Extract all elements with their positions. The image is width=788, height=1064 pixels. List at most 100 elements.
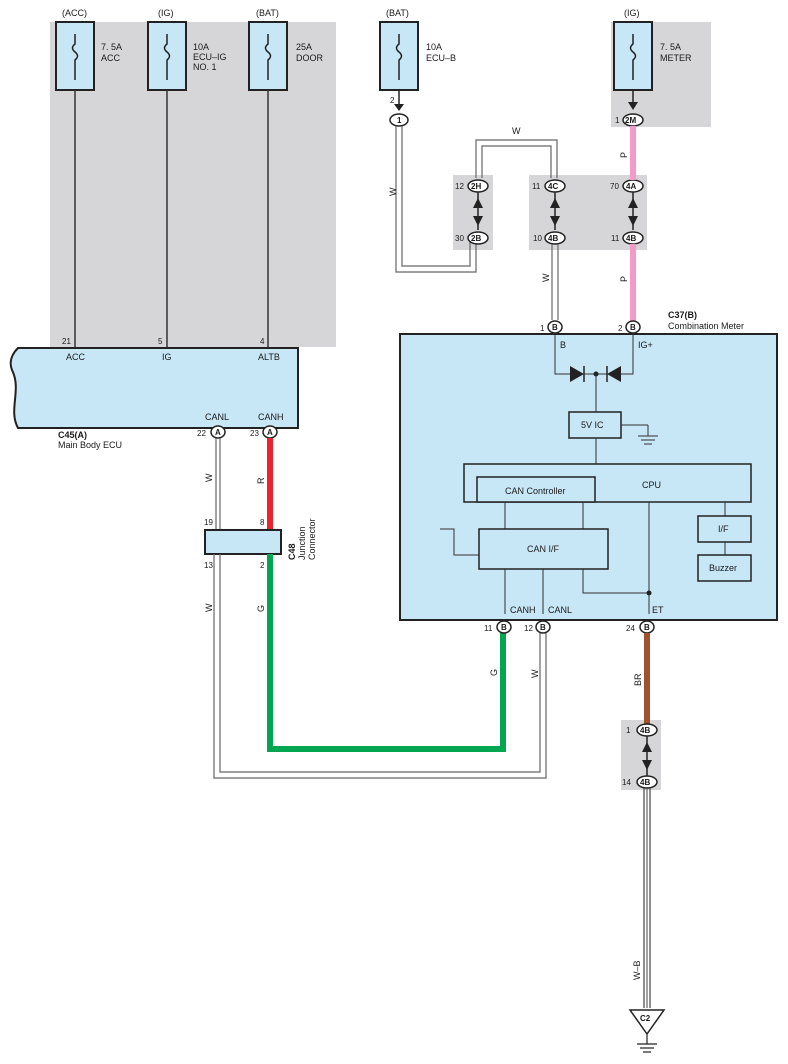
ecu-pin-23: 23 — [250, 429, 259, 438]
meter-can-if-label: CAN I/F — [527, 544, 560, 554]
ground-junction-arrows — [642, 736, 652, 776]
j4a-conn: 4A — [626, 182, 636, 191]
ground-bot-pin: 14 — [622, 778, 631, 787]
fuse-ecu-b-rating: 10A — [426, 42, 442, 52]
j4a-pin: 70 — [610, 182, 619, 191]
fuse-area-left-bg — [50, 22, 336, 347]
fuse-meter-name: METER — [660, 53, 692, 63]
j2b-oval — [467, 231, 489, 245]
bat-arrow — [394, 104, 404, 111]
ground-point-icon — [628, 1009, 666, 1053]
ground-top-conn: 4B — [640, 726, 650, 735]
fuse-door-rating: 25A — [296, 42, 312, 52]
j2b-pin: 30 — [455, 234, 464, 243]
meter-buzzer — [697, 554, 752, 582]
main-body-ecu-box — [9, 347, 299, 429]
ecu-label-canl: CANL — [205, 412, 229, 422]
meter-label-et: ET — [652, 605, 664, 615]
meter-pin-2-conn: B — [630, 323, 636, 332]
meter-pin-12-conn: B — [540, 623, 546, 632]
ecu-label-ig: IG — [162, 352, 172, 362]
bat-conn-oval — [389, 113, 409, 127]
meter-label-canl: CANL — [548, 605, 572, 615]
fuse-acc — [55, 21, 95, 91]
meter-if — [697, 515, 752, 543]
fuse-acc-name: ACC — [101, 53, 121, 63]
fuse-ecu-ig-name2: NO. 1 — [193, 62, 217, 72]
wire-canl-white-top — [215, 438, 221, 530]
wire-label-w-4: W — [388, 187, 398, 196]
meter-pin-1: 1 — [540, 324, 545, 333]
wire-label-br: BR — [633, 673, 643, 686]
ecu-label-canh: CANH — [258, 412, 284, 422]
j4a-arrows — [628, 192, 638, 230]
wire-label-r: R — [256, 477, 266, 484]
j2h-arrows — [473, 192, 483, 230]
meter-can-controller — [476, 476, 596, 503]
meter-pin-12: 12 — [524, 624, 533, 633]
junction-name2: Connector — [307, 518, 317, 560]
ecu-pin-22-oval — [210, 425, 226, 439]
ecu-code: C45(A) — [58, 430, 87, 440]
meter-cpu-label: CPU — [642, 480, 661, 490]
meter-label-ig: IG+ — [638, 340, 653, 350]
wire-label-p-2: P — [619, 276, 629, 282]
meter-pin-11-oval — [496, 620, 512, 634]
meter-internal-diodes — [554, 333, 634, 412]
ecu-pin-22-conn: A — [215, 428, 221, 437]
fuse-ecu-b — [379, 21, 419, 91]
meter-code: C37(B) — [668, 310, 697, 320]
wire-label-p-1: P — [619, 152, 629, 158]
meter-pin-24: 24 — [626, 624, 635, 633]
j2h-pin: 12 — [455, 182, 464, 191]
meter-pin-24-conn: B — [644, 623, 650, 632]
fuse-meter-power: (IG) — [624, 8, 640, 18]
meter-name: Combination Meter — [668, 321, 744, 331]
meter-internal-wires — [440, 502, 726, 614]
ground-point-label: C2 — [640, 1014, 651, 1023]
wire-bat-loop — [395, 126, 558, 273]
junction-pin-19: 19 — [204, 518, 213, 527]
junction-code: C48 — [287, 543, 297, 560]
wire-label-g-2: G — [489, 669, 499, 676]
j4c-conn: 4C — [548, 182, 558, 191]
fuse-meter-rating: 7. 5A — [660, 42, 681, 52]
j4b-oval — [544, 231, 566, 245]
junction-pin-2: 2 — [260, 561, 265, 570]
j4c-arrows — [550, 192, 560, 230]
wire-w-b — [643, 788, 651, 1008]
wire-label-w-3: W — [530, 669, 540, 678]
wire-canl-white-bottom — [213, 554, 547, 779]
fuse-meter — [613, 21, 653, 91]
ecu-pin-21: 21 — [62, 337, 71, 346]
fuse-ecu-b-power: (BAT) — [386, 8, 409, 18]
ecu-label-acc: ACC — [66, 352, 86, 362]
meter-label-b: B — [560, 340, 566, 350]
ecu-pin-22: 22 — [197, 429, 206, 438]
j2h-conn: 2H — [471, 182, 481, 191]
ecu-label-altb: ALTB — [258, 352, 280, 362]
j4b2-conn: 4B — [626, 234, 636, 243]
j4c-pin: 11 — [532, 182, 541, 191]
wire-canh-green — [267, 554, 506, 752]
ground-icon — [621, 424, 658, 445]
fuse-door-power: (BAT) — [256, 8, 279, 18]
meter-can-controller-label: CAN Controller — [505, 486, 566, 496]
ground-top-pin: 1 — [626, 726, 631, 735]
meter-if-label: I/F — [718, 524, 729, 534]
wire-w-to-meter — [551, 244, 559, 320]
j4b2-pin: 11 — [611, 234, 620, 243]
ecu-name: Main Body ECU — [58, 440, 122, 450]
junction-pin-13: 13 — [204, 561, 213, 570]
bat-conn: 1 — [397, 116, 402, 125]
ecu-pin-5: 5 — [158, 337, 163, 346]
fuse-acc-rating: 7. 5A — [101, 42, 122, 52]
fuse-ecu-ig-power: (IG) — [158, 8, 174, 18]
wire-label-w-b: W–B — [632, 960, 642, 980]
meter-can-if — [478, 528, 609, 570]
junction-connector-box — [204, 529, 282, 555]
fuse-door-name: DOOR — [296, 53, 324, 63]
meter-pin-1-conn: B — [552, 323, 558, 332]
wire-label-g-1: G — [256, 605, 266, 612]
